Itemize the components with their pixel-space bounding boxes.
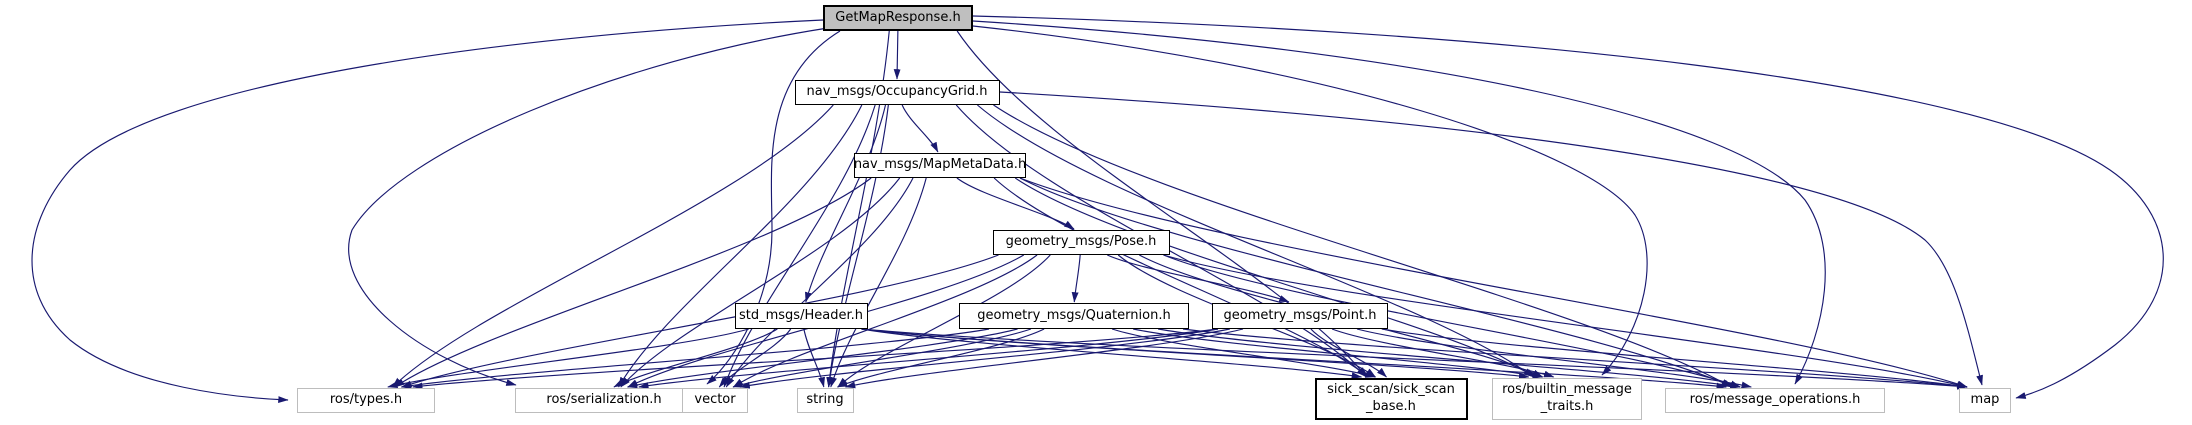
node-ros-builtin-message-traits-h: ros/builtin_message _traits.h bbox=[1492, 378, 1642, 420]
include-edge bbox=[618, 104, 863, 388]
include-edge bbox=[893, 30, 901, 80]
include-edge bbox=[972, 25, 1648, 376]
include-edge bbox=[837, 254, 1051, 388]
include-edge bbox=[1163, 254, 1741, 388]
include-edge bbox=[1111, 328, 1376, 378]
node-geometry-msgs-point-h[interactable]: geometry_msgs/Point.h bbox=[1212, 303, 1388, 329]
include-edge bbox=[739, 328, 1230, 389]
node-nav-msgs-mapmetadata-h[interactable]: nav_msgs/MapMetaData.h bbox=[854, 153, 1026, 178]
node-std-msgs-header-h[interactable]: std_msgs/Header.h bbox=[734, 303, 868, 329]
include-edge bbox=[1381, 328, 1968, 389]
include-edge bbox=[826, 104, 889, 388]
include-edge bbox=[1107, 254, 1290, 303]
node-vector: vector bbox=[682, 388, 748, 413]
node-string: string bbox=[796, 388, 854, 413]
include-edge bbox=[1182, 328, 1968, 390]
node-ros-message-operations-h: ros/message_operations.h bbox=[1665, 388, 1885, 413]
include-edge bbox=[1163, 254, 1968, 389]
include-edge bbox=[718, 328, 792, 388]
include-edge bbox=[1071, 254, 1081, 303]
include-edge bbox=[401, 254, 999, 388]
include-edge bbox=[732, 328, 1032, 388]
include-edge bbox=[412, 328, 1219, 390]
include-edge bbox=[1310, 328, 1387, 378]
node-map: map bbox=[1959, 388, 2011, 413]
include-edge bbox=[400, 328, 990, 389]
include-edge bbox=[972, 20, 1826, 385]
node-sick-scan-sick-scan-base-h[interactable]: sick_scan/sick_scan _base.h bbox=[1314, 378, 1468, 420]
include-edge bbox=[723, 104, 876, 388]
include-edge bbox=[732, 254, 1038, 388]
node-ros-types-h: ros/types.h bbox=[297, 388, 435, 413]
include-edge bbox=[1158, 328, 1741, 389]
include-edge bbox=[725, 177, 914, 388]
include-edge bbox=[31, 19, 824, 404]
include-edge bbox=[620, 177, 901, 388]
include-edge bbox=[1356, 328, 1752, 389]
include-edge bbox=[805, 104, 887, 303]
include-edge bbox=[1019, 177, 1968, 388]
include-edge bbox=[1014, 177, 1537, 378]
include-edge bbox=[1331, 328, 1555, 378]
include-edge bbox=[387, 328, 749, 389]
include-edge bbox=[830, 177, 927, 388]
include-edge bbox=[901, 104, 939, 153]
include-edge bbox=[348, 27, 829, 386]
include-edge bbox=[861, 328, 1968, 390]
include-edge bbox=[977, 104, 1534, 378]
node-geometry-msgs-pose-h[interactable]: geometry_msgs/Pose.h bbox=[992, 230, 1170, 255]
include-edge bbox=[972, 15, 2164, 399]
include-edge bbox=[1019, 177, 1734, 388]
include-edge bbox=[956, 177, 1075, 230]
include-edge bbox=[956, 30, 1367, 378]
include-edge bbox=[861, 328, 1363, 380]
include-edge bbox=[392, 104, 834, 388]
node-nav-msgs-occupancygrid-h[interactable]: nav_msgs/OccupancyGrid.h bbox=[794, 80, 1000, 105]
include-edge bbox=[394, 177, 872, 388]
include-edge bbox=[844, 328, 1244, 389]
node-geometry-msgs-quaternion-h[interactable]: geometry_msgs/Quaternion.h bbox=[959, 303, 1189, 329]
include-edge bbox=[638, 328, 1219, 389]
include-edge bbox=[999, 91, 1983, 386]
include-edge bbox=[836, 328, 1045, 388]
node-getmapresponse-h: GetMapResponse.h bbox=[823, 5, 973, 31]
include-edge bbox=[993, 104, 1732, 388]
node-ros-serialization-h: ros/serialization.h bbox=[515, 388, 693, 413]
